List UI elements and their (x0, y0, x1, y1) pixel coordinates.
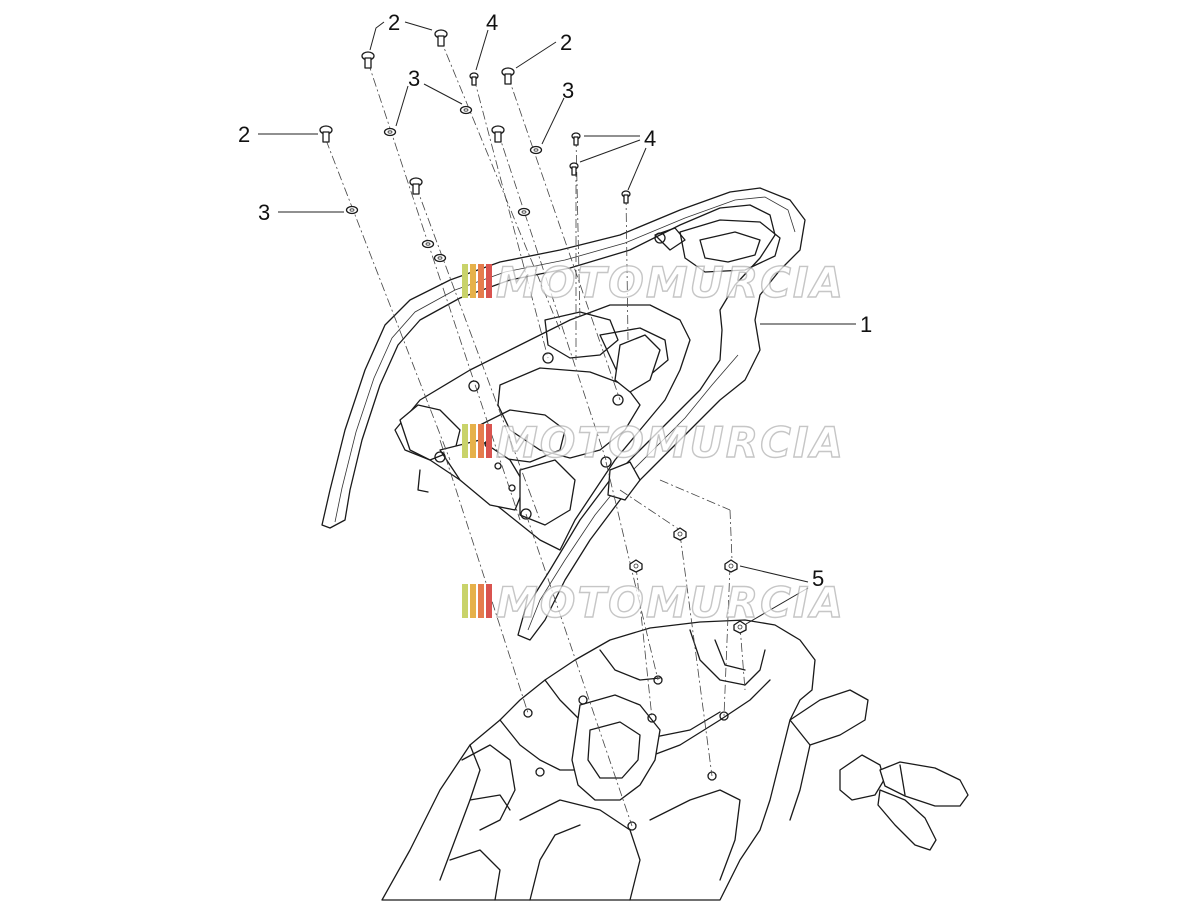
watermark-stripe (462, 584, 468, 618)
callout-2-b: 2 (560, 30, 572, 55)
clip-nuts (629, 527, 747, 634)
watermark-stripe (478, 424, 484, 458)
callout-5: 5 (812, 566, 824, 591)
rear-rack (321, 187, 806, 641)
leader-lines (258, 21, 856, 625)
watermark-stripe (470, 424, 476, 458)
callout-4-b: 4 (644, 126, 656, 151)
frame-mount-holes (523, 675, 729, 831)
callout-2-a: 2 (388, 10, 400, 35)
screws-small (469, 72, 631, 204)
watermark-stripe (478, 264, 484, 298)
callout-3-a: 3 (408, 66, 420, 91)
rear-frame-assembly (381, 619, 969, 901)
watermark-stripe (478, 584, 484, 618)
callout-3-c: 3 (258, 200, 270, 225)
watermark-text: MOTOMURCIA (496, 258, 845, 307)
watermark-stripe (462, 424, 468, 458)
washers (345, 105, 543, 263)
callout-3-b: 3 (562, 78, 574, 103)
watermark-stripe (470, 584, 476, 618)
watermark-stripe (486, 264, 492, 298)
callout-4-a: 4 (486, 10, 498, 35)
watermark-stripe (486, 424, 492, 458)
watermark-stripe (486, 584, 492, 618)
watermark-logo-middle: MOTOMURCIA (462, 417, 845, 468)
watermark-text: MOTOMURCIA (496, 578, 845, 627)
watermark-logo-bottom: MOTOMURCIA (462, 577, 845, 628)
watermark-stripe (470, 264, 476, 298)
callout-2-c: 2 (238, 122, 250, 147)
watermark-stripe (462, 264, 468, 298)
callout-labels: 2 4 2 3 3 2 4 3 1 5 (238, 10, 872, 591)
watermark-text: MOTOMURCIA (496, 418, 845, 467)
watermark-logo-top: MOTOMURCIA (462, 257, 845, 308)
screws-flange-head (319, 29, 515, 195)
callout-1: 1 (860, 312, 872, 337)
